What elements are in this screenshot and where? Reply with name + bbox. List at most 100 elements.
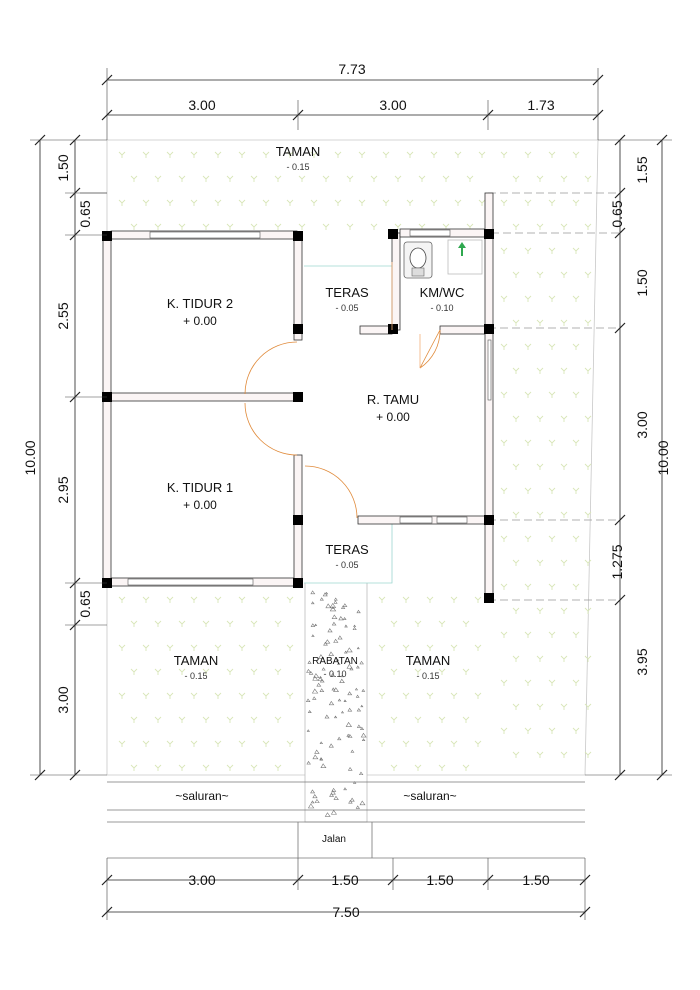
garden-mark [474,596,482,603]
garden-mark [466,175,474,182]
windows [127,229,492,586]
garden-mark [512,511,520,518]
gravel-mark [342,603,348,607]
gravel-mark [328,651,335,656]
garden-mark [262,644,270,651]
garden-mark [142,596,150,603]
gravel-mark [310,623,316,627]
garden-mark [370,175,378,182]
garden-mark [118,644,126,651]
garden-mark [402,740,410,747]
garden-mark [512,223,520,230]
garden-mark [250,716,258,723]
garden-mark [238,596,246,603]
dim-top-seg-3: 1.73 [527,97,554,113]
taman-left-level: - 0.15 [184,671,207,681]
garden-mark [298,175,306,182]
garden-mark [130,764,138,771]
gravel-mark [307,709,312,714]
garden-mark [382,151,390,158]
gravel-mark [308,671,314,675]
garden-mark [390,620,398,627]
gravel-mark [360,704,364,708]
garden-mark [334,151,342,158]
garden-mark [548,487,556,494]
garden-mark [524,679,532,686]
garden-mark [346,223,354,230]
gravel-mark [347,707,353,712]
garden-mark [548,631,556,638]
garden-mark [584,751,592,758]
garden-mark [214,740,222,747]
gravel-mark [316,682,322,687]
garden-mark [450,644,458,651]
gravel-mark [330,790,336,795]
garden-mark [418,175,426,182]
gravel-mark [331,787,337,792]
k-tidur-1-label: K. TIDUR 1 [167,480,233,495]
garden-mark [190,151,198,158]
rabatan-label: RABATAN [312,656,358,667]
garden-mark [390,668,398,675]
garden-mark [536,607,544,614]
garden-mark [378,692,386,699]
gravel-mark [356,609,361,614]
garden-mark [584,223,592,230]
garden-mark [548,439,556,446]
gravel-mark [331,614,338,619]
gravel-mark [349,667,354,671]
garden-mark [154,764,162,771]
gravel-mark [327,628,333,633]
rabatan-level: - 0.10 [323,669,346,679]
gravel-mark [322,592,328,597]
garden-mark [414,716,422,723]
garden-mark [262,692,270,699]
garden-mark [378,596,386,603]
garden-mark [524,199,532,206]
dim-top-seg-2: 3.00 [379,97,406,113]
garden-mark [474,740,482,747]
garden-mark [250,620,258,627]
garden-mark [414,668,422,675]
gravel-mark [342,616,347,620]
garden-mark [178,175,186,182]
garden-mark [536,559,544,566]
km-wc-label: KM/WC [420,285,465,300]
garden-mark [178,668,186,675]
teras-bottom-edge [304,523,393,584]
garden-mark [414,620,422,627]
garden-mark [202,716,210,723]
jalan-label: Jalan [322,834,346,845]
gravel-mark [355,805,361,809]
garden-mark [548,727,556,734]
garden-mark [584,559,592,566]
garden-mark [560,271,568,278]
gravel-mark [312,675,319,681]
k-tidur-1-level: + 0.00 [183,498,217,512]
gravel-mark [333,715,338,719]
garden-mark [286,740,294,747]
doors [244,262,441,519]
gravel-mark [339,678,345,684]
garden-mark [536,367,544,374]
shower-icon [447,239,483,275]
garden-mark [178,764,186,771]
garden-mark [274,668,282,675]
gravel-mark [344,624,348,628]
gravel-mark [328,700,335,706]
gravel-mark [325,591,329,595]
garden-mark [406,151,414,158]
garden-mark [426,692,434,699]
garden-mark [298,223,306,230]
gravel-mark [346,733,351,737]
garden-mark [560,175,568,182]
dim-bottom-seg-3: 1.50 [426,872,453,888]
garden-mark [430,199,438,206]
dim-left-seg-3: 2.55 [55,302,71,329]
garden-mark [548,679,556,686]
garden-mark [142,644,150,651]
dim-right-seg-5: 1.275 [609,544,625,579]
gravel-mark [324,639,331,644]
garden-mark [262,596,270,603]
garden-mark [274,764,282,771]
